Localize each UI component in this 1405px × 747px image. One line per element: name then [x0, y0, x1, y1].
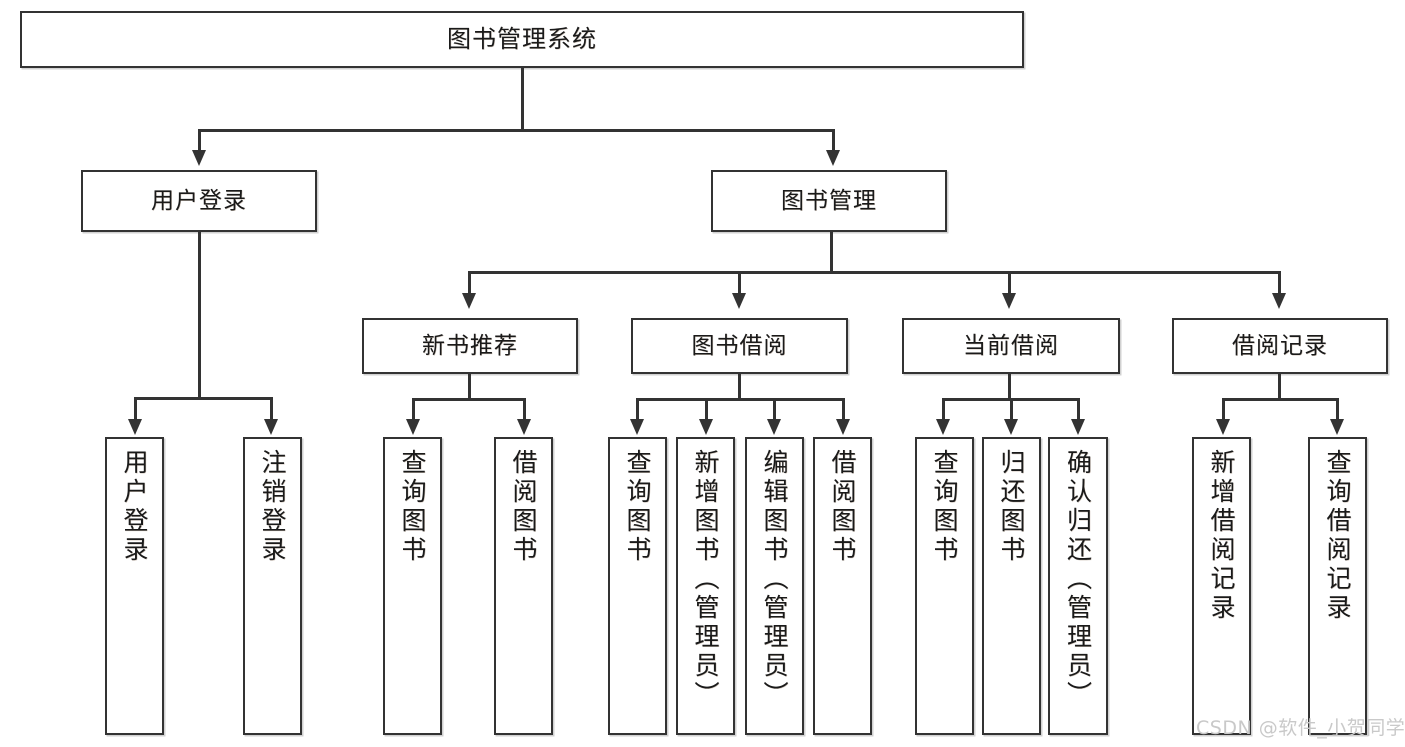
leaf-label: 新增借阅记录 — [1207, 449, 1236, 623]
node-label: 当前借阅 — [963, 332, 1059, 359]
arrowhead-leaf-borrow-book-1 — [517, 419, 531, 435]
connector-bm-to-borrow-record — [1278, 271, 1281, 295]
leaf-query-record[interactable]: 查询借阅记录 — [1308, 437, 1367, 735]
arrowhead-book-management — [826, 150, 840, 166]
connector-new-book-stem — [468, 374, 471, 400]
connector-bm-to-book-borrow — [738, 271, 741, 295]
leaf-logout-login[interactable]: 注销登录 — [243, 437, 302, 735]
arrowhead-leaf-return-book — [1004, 419, 1018, 435]
connector-book-borrow-leaf4 — [842, 398, 845, 421]
leaf-borrow-book-1[interactable]: 借阅图书 — [494, 437, 553, 735]
node-label: 图书管理 — [781, 187, 877, 214]
node-label: 图书管理系统 — [447, 24, 597, 53]
connector-book-borrow-stem — [738, 374, 741, 400]
leaf-label: 查询图书 — [623, 449, 652, 565]
leaf-label: 新增图书（管理员） — [691, 449, 720, 710]
connector-book-management-stem — [830, 232, 833, 273]
leaf-label: 用户登录 — [120, 449, 149, 565]
leaf-add-record[interactable]: 新增借阅记录 — [1192, 437, 1251, 735]
node-current-borrow[interactable]: 当前借阅 — [902, 318, 1120, 374]
leaf-user-login[interactable]: 用户登录 — [105, 437, 164, 735]
leaf-query-book-1[interactable]: 查询图书 — [383, 437, 442, 735]
connector-root-to-book-management — [832, 129, 835, 152]
connector-user-login-bus — [134, 397, 271, 400]
arrowhead-leaf-confirm-return — [1071, 419, 1085, 435]
connector-current-borrow-stem — [1008, 374, 1011, 400]
leaf-label: 查询图书 — [930, 449, 959, 565]
leaf-label: 借阅图书 — [828, 449, 857, 565]
arrowhead-leaf-edit-book — [767, 419, 781, 435]
arrowhead-new-book-recommend — [462, 293, 476, 309]
leaf-label: 借阅图书 — [509, 449, 538, 565]
leaf-confirm-return[interactable]: 确认归还（管理员） — [1048, 437, 1108, 735]
arrowhead-leaf-add-record — [1216, 419, 1230, 435]
leaf-return-book[interactable]: 归还图书 — [982, 437, 1041, 735]
node-book-management[interactable]: 图书管理 — [711, 170, 947, 232]
connector-book-borrow-leaf1 — [636, 398, 639, 421]
node-borrow-record[interactable]: 借阅记录 — [1172, 318, 1388, 374]
leaf-label: 确认归还（管理员） — [1063, 449, 1093, 710]
connector-book-borrow-leaf2 — [705, 398, 708, 421]
connector-user-login-stem — [198, 232, 201, 399]
arrowhead-book-borrow — [732, 293, 746, 309]
connector-new-book-leaf2 — [523, 398, 526, 421]
connector-current-borrow-leaf3 — [1077, 398, 1080, 421]
connector-bm-to-new-book — [468, 271, 471, 295]
leaf-query-book-3[interactable]: 查询图书 — [915, 437, 974, 735]
arrowhead-leaf-query-book-3 — [936, 419, 950, 435]
leaf-add-book[interactable]: 新增图书（管理员） — [676, 437, 735, 735]
leaf-query-book-2[interactable]: 查询图书 — [608, 437, 667, 735]
node-label: 借阅记录 — [1232, 332, 1328, 359]
node-book-borrow[interactable]: 图书借阅 — [631, 318, 848, 374]
arrowhead-leaf-logout-login — [264, 419, 278, 435]
node-label: 用户登录 — [151, 187, 247, 214]
connector-new-book-leaf1 — [412, 398, 415, 421]
connector-book-management-bus — [468, 271, 1280, 274]
leaf-label: 注销登录 — [258, 449, 287, 565]
node-label: 图书借阅 — [691, 332, 788, 359]
connector-current-borrow-leaf1 — [942, 398, 945, 421]
leaf-label: 查询图书 — [398, 449, 427, 565]
connector-borrow-record-leaf1 — [1222, 398, 1225, 421]
connector-root-stem — [521, 68, 524, 131]
connector-root-bus — [198, 129, 834, 132]
connector-user-login-leaf1 — [134, 397, 137, 421]
node-root-system[interactable]: 图书管理系统 — [20, 11, 1024, 68]
connector-borrow-record-stem — [1278, 374, 1281, 400]
node-label: 新书推荐 — [422, 332, 518, 359]
arrowhead-user-login — [192, 150, 206, 166]
node-new-book-recommend[interactable]: 新书推荐 — [362, 318, 578, 374]
connector-user-login-leaf2 — [270, 397, 273, 421]
arrowhead-leaf-query-book-1 — [406, 419, 420, 435]
connector-root-to-user-login — [198, 129, 201, 152]
node-user-login[interactable]: 用户登录 — [81, 170, 317, 232]
connector-book-borrow-leaf3 — [773, 398, 776, 421]
arrowhead-leaf-query-record — [1330, 419, 1344, 435]
connector-bm-to-current-borrow — [1008, 271, 1011, 295]
connector-borrow-record-leaf2 — [1336, 398, 1339, 421]
arrowhead-leaf-add-book — [699, 419, 713, 435]
connector-current-borrow-leaf2 — [1010, 398, 1013, 421]
arrowhead-current-borrow — [1002, 293, 1016, 309]
leaf-label: 查询借阅记录 — [1323, 449, 1352, 623]
connector-borrow-record-bus — [1222, 398, 1338, 401]
leaf-edit-book[interactable]: 编辑图书（管理员） — [745, 437, 804, 735]
arrowhead-leaf-query-book-2 — [630, 419, 644, 435]
arrowhead-leaf-borrow-book-2 — [836, 419, 850, 435]
leaf-borrow-book-2[interactable]: 借阅图书 — [813, 437, 872, 735]
arrowhead-borrow-record — [1272, 293, 1286, 309]
leaf-label: 归还图书 — [997, 449, 1026, 565]
connector-new-book-bus — [412, 398, 525, 401]
arrowhead-leaf-user-login — [128, 419, 142, 435]
connector-book-borrow-bus — [636, 398, 844, 401]
leaf-label: 编辑图书（管理员） — [760, 449, 789, 710]
